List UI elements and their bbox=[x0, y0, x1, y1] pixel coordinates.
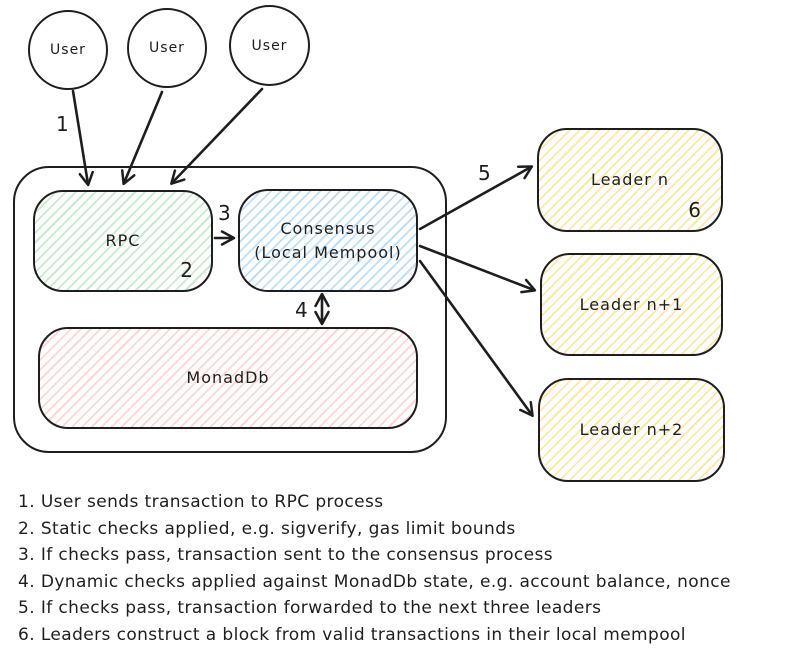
leader-n-label: Leader n bbox=[590, 170, 670, 190]
step-item: 3. If checks pass, transaction sent to t… bbox=[18, 545, 553, 565]
leader-n2-node: Leader n+2 bbox=[538, 378, 725, 482]
steps-list: 1. User sends transaction to RPC process… bbox=[18, 489, 788, 648]
leader-n-node: Leader n 6 bbox=[537, 128, 723, 232]
user-label: User bbox=[149, 40, 185, 56]
leader-n2-label: Leader n+2 bbox=[579, 420, 684, 440]
rpc-node: RPC 2 bbox=[33, 190, 213, 292]
step-item: 6. Leaders construct a block from valid … bbox=[18, 624, 686, 645]
user-node-2: User bbox=[127, 8, 207, 88]
leader-n1-label: Leader n+1 bbox=[579, 294, 684, 314]
user-node-1: User bbox=[28, 10, 108, 90]
arrow-label-1: 1 bbox=[56, 112, 69, 136]
step-item: 2. Static checks applied, e.g. sigverify… bbox=[18, 518, 516, 539]
consensus-label: Consensus (Local Mempool) bbox=[254, 219, 402, 262]
consensus-node: Consensus (Local Mempool) bbox=[238, 189, 418, 292]
step-item: 5. If checks pass, transaction forwarded… bbox=[18, 598, 602, 618]
monaddb-label: MonadDb bbox=[186, 368, 270, 388]
arrow-label-4: 4 bbox=[295, 298, 308, 322]
user-label: User bbox=[50, 42, 86, 58]
leader-n1-node: Leader n+1 bbox=[540, 253, 723, 356]
step-item: 4. Dynamic checks applied against MonadD… bbox=[18, 571, 731, 592]
arrow-label-3: 3 bbox=[218, 201, 231, 225]
user-node-3: User bbox=[229, 5, 310, 86]
rpc-label: RPC bbox=[105, 231, 141, 251]
monaddb-node: MonadDb bbox=[38, 327, 418, 429]
step-item: 1. User sends transaction to RPC process bbox=[18, 492, 384, 512]
user-label: User bbox=[251, 37, 288, 54]
step-6-badge: 6 bbox=[688, 198, 701, 222]
step-2-badge: 2 bbox=[180, 258, 193, 282]
arrow-label-5: 5 bbox=[478, 161, 491, 185]
